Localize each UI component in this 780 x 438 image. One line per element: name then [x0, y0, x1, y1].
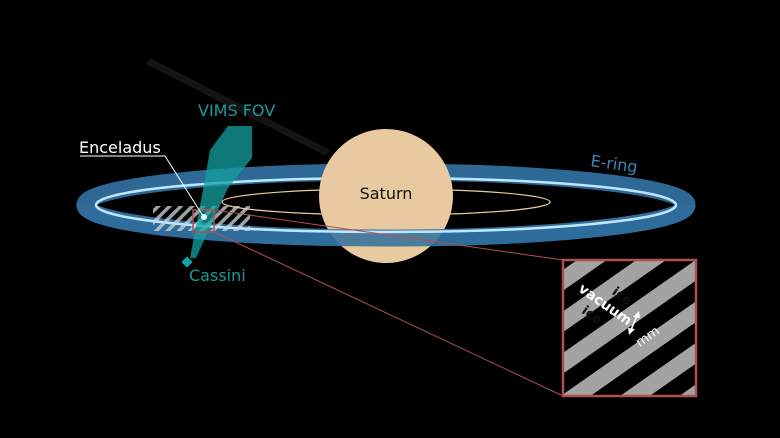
e-ring-label: E-ring [589, 151, 638, 176]
cassini-marker [181, 256, 193, 268]
ice-vacuum-inset: ice vacuum ice mm [561, 258, 698, 398]
vims-fov-beam [190, 126, 252, 258]
e-ring-front [76, 205, 696, 247]
enceladus-label: Enceladus [79, 138, 161, 157]
enceladus-box [192, 209, 215, 233]
saturn-label: Saturn [360, 184, 413, 203]
sky-streak [146, 58, 330, 156]
enceladus-leader-line [80, 155, 204, 217]
thickness-arrow [628, 311, 640, 335]
zoom-line-bottom [213, 231, 564, 397]
vims-fov-label: VIMS FOV [198, 101, 275, 120]
zoom-line-top [213, 209, 564, 261]
cassini-label: Cassini [189, 266, 246, 285]
